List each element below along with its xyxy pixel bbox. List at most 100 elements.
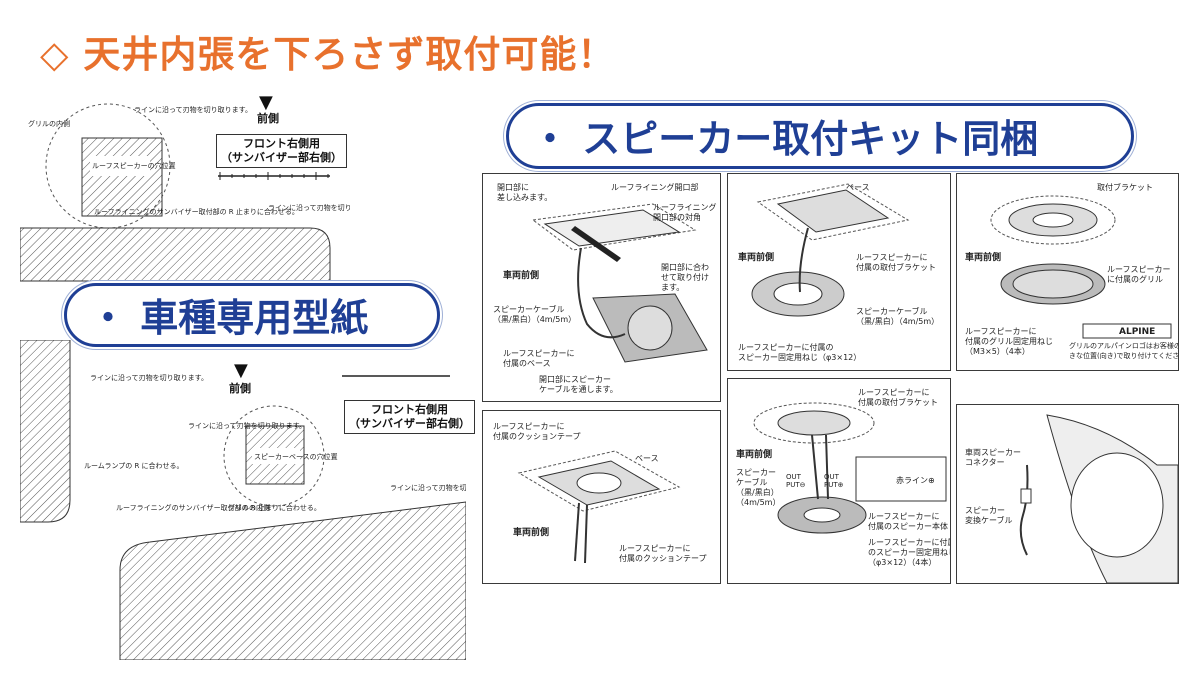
upper-box-label: フロント右側用 （サンバイザー部右側） [216, 134, 347, 168]
template-banner: ・ 車種専用型紙 [64, 283, 440, 347]
upper-center-note: ルーフスピーカーの穴位置 [92, 161, 176, 170]
p3-l3: ルーフスピーカー [1107, 265, 1171, 274]
p1-l5: 開口部の対角 [653, 212, 701, 222]
arrow-down-icon: ▼ [234, 360, 248, 381]
p1-l1: 開口部に [497, 182, 529, 192]
p1-l11: （黒/黒白）（4m/5m） [493, 314, 576, 324]
template-upper-drawing: ルーフスピーカーの穴位置 グリルの内側 ラインに沿って刃物を切り取ります。 ルー… [19, 103, 386, 282]
p2-l8: スピーカー固定用ねじ（φ3×12） [738, 352, 861, 362]
headline: ◇ 天井内張を下ろさず取付可能！ [40, 33, 616, 76]
lower-cut-left-note: ラインに沿って刃物を切り取ります。 [90, 373, 208, 382]
lower-grille-note: グリルの内側 [228, 503, 270, 512]
panel-1-drawing: 開口部に 差し込みます。 ルーフライニング開口部 ルーフライニング 開口部の対角… [493, 182, 717, 394]
p3-l4: に付属のグリル [1107, 274, 1163, 284]
p2-l5: スピーカーケーブル [856, 306, 928, 316]
p6-l1: 車両スピーカー [965, 447, 1021, 457]
upper-box-line2: （サンバイザー部右側） [221, 151, 342, 164]
lower-front-label: 前側 [229, 382, 251, 395]
p5-l13: ルーフスピーカーに [868, 512, 940, 521]
p1-l9: ます。 [661, 283, 684, 292]
panel-2-drawing: ベース 車両前側 ルーフスピーカーに 付属の取付ブラケット スピーカーケーブル … [738, 183, 939, 362]
arrow-down-icon: ▼ [259, 92, 273, 113]
upper-front-label: 前側 [257, 112, 279, 125]
install-panel-4: ルーフスピーカーに 付属のクッションテープ ベース 車両前側 ルーフスピーカーに… [482, 410, 721, 584]
p1-l4: ルーフライニング [653, 202, 717, 212]
p5-l8: OUT [786, 473, 802, 481]
alpine-logo: ALPINE [1119, 327, 1155, 337]
p3-l7: （M3×5）（4本） [965, 346, 1030, 356]
lower-box-line2: （サンバイザー部右側） [349, 417, 470, 430]
template-lower-drawing: ラインに沿って刃物を切り取ります。 ルームランプの R に合わせる。 スピーカー… [19, 339, 508, 661]
p1-l6: 車両前側 [503, 269, 539, 281]
upper-grille-note: グリルの内側 [28, 119, 70, 128]
p5-l2: 付属の取付ブラケット [858, 397, 938, 407]
p5-l12: 赤ライン⊕ [896, 476, 935, 485]
p2-l4: 付属の取付ブラケット [856, 262, 936, 272]
install-panel-2: ベース 車両前側 ルーフスピーカーに 付属の取付ブラケット スピーカーケーブル … [727, 173, 951, 371]
p4-l2: 付属のクッションテープ [493, 431, 581, 441]
upper-box-line1: フロント右側用 [243, 137, 320, 150]
upper-lining-note: ルーフライニングのサンバイザー取付部の R 止まりに合わせる。 [94, 207, 299, 216]
p3-l6: 付属のグリル固定用ねじ [965, 336, 1053, 346]
template-sheet-upper: ルーフスピーカーの穴位置 グリルの内側 ラインに沿って刃物を切り取ります。 ルー… [19, 96, 386, 306]
p4-l6: 付属のクッションテープ [619, 553, 707, 563]
install-panel-3: 取付ブラケット 車両前側 ルーフスピーカー に付属のグリル ルーフスピーカーに … [956, 173, 1179, 371]
lower-lamp-note: ルームランプの R に合わせる。 [84, 461, 184, 470]
upper-cut-right-note: ラインに沿って刃物を切り取ります。 [268, 203, 350, 212]
lower-cut-mid-note: ラインに沿って刃物を切り取ります。 [188, 421, 306, 430]
install-panel-6: 車両スピーカー コネクター スピーカー 変換ケーブル [956, 404, 1179, 584]
p3-l9: きな位置(向き)で取り付けてください。 [1069, 351, 1178, 360]
p6-l3: スピーカー [965, 506, 1005, 515]
p4-l1: ルーフスピーカーに [493, 422, 565, 431]
p3-l1: 取付ブラケット [1097, 182, 1153, 192]
p1-l8: せて取り付け [661, 272, 709, 282]
p5-l17: （φ3×12）（4本） [868, 557, 936, 567]
p6-l4: 変換ケーブル [965, 515, 1013, 525]
p2-l7: ルーフスピーカーに付属の [738, 342, 834, 352]
p2-l6: （黒/黒白）（4m/5m） [856, 316, 939, 326]
p5-l10: OUT [824, 473, 840, 481]
p1-l7: 開口部に合わ [661, 262, 709, 272]
p4-l5: ルーフスピーカーに [619, 544, 691, 553]
p3-l5: ルーフスピーカーに [965, 327, 1037, 336]
p5-l5: ケーブル [736, 477, 768, 487]
p1-l15: ケーブルを通します。 [539, 384, 618, 394]
panel-3-drawing: 取付ブラケット 車両前側 ルーフスピーカー に付属のグリル ルーフスピーカーに … [965, 182, 1178, 360]
p3-l2: 車両前側 [965, 251, 1001, 263]
p5-l6: （黒/黒白） [736, 487, 779, 497]
p1-l3: ルーフライニング開口部 [611, 182, 699, 192]
lower-box-line1: フロント右側用 [371, 403, 448, 416]
p2-l3: ルーフスピーカーに [856, 253, 928, 262]
lower-cut-right-note: ラインに沿って刃物を切り取ります。 [390, 483, 466, 492]
p5-l4: スピーカー [736, 468, 776, 477]
lower-lining-note: ルーフライニングのサンバイザー取付部の R 止まりに合わせる。 [116, 503, 321, 512]
install-panel-1: 開口部に 差し込みます。 ルーフライニング開口部 ルーフライニング 開口部の対角… [482, 173, 721, 402]
p5-l11: PUT⊕ [824, 481, 844, 489]
panel-4-drawing: ルーフスピーカーに 付属のクッションテープ ベース 車両前側 ルーフスピーカーに… [493, 422, 707, 564]
p4-l4: 車両前側 [513, 526, 549, 538]
p6-l2: コネクター [965, 458, 1005, 467]
p3-l8: グリルのアルパインロゴはお客様の好 [1069, 341, 1178, 350]
p1-l13: 付属のベース [503, 358, 551, 368]
p4-l3: ベース [635, 454, 659, 463]
p5-l3: 車両前側 [736, 448, 772, 460]
p5-l15: ルーフスピーカーに付属 [868, 537, 950, 547]
p1-l10: スピーカーケーブル [493, 304, 565, 314]
p5-l14: 付属のスピーカー本体 [868, 521, 948, 531]
p2-l2: 車両前側 [738, 251, 774, 263]
install-panel-5: ルーフスピーカーに 付属の取付ブラケット 車両前側 スピーカー ケーブル （黒/… [727, 378, 951, 584]
panel-6-drawing: 車両スピーカー コネクター スピーカー 変換ケーブル [965, 414, 1178, 583]
p5-l7: （4m/5m） [736, 498, 780, 507]
p1-l2: 差し込みます。 [497, 192, 552, 202]
lower-box-label: フロント右側用 （サンバイザー部右側） [344, 400, 475, 434]
template-sheet-lower: ラインに沿って刃物を切り取ります。 ルームランプの R に合わせる。 スピーカー… [19, 339, 508, 661]
kit-banner: ・ スピーカー取付キット同梱 [506, 103, 1134, 169]
p1-l12: ルーフスピーカーに [503, 349, 575, 358]
p5-l1: ルーフスピーカーに [858, 388, 930, 397]
p5-l16: のスピーカー固定用ねじ [868, 547, 950, 557]
p1-l14: 開口部にスピーカー [539, 374, 611, 384]
p5-l9: PUT⊖ [786, 481, 806, 489]
panel-5-drawing: ルーフスピーカーに 付属の取付ブラケット 車両前側 スピーカー ケーブル （黒/… [736, 388, 950, 567]
p2-l1: ベース [846, 183, 870, 192]
upper-cut-top-note: ラインに沿って刃物を切り取ります。 [134, 105, 252, 114]
